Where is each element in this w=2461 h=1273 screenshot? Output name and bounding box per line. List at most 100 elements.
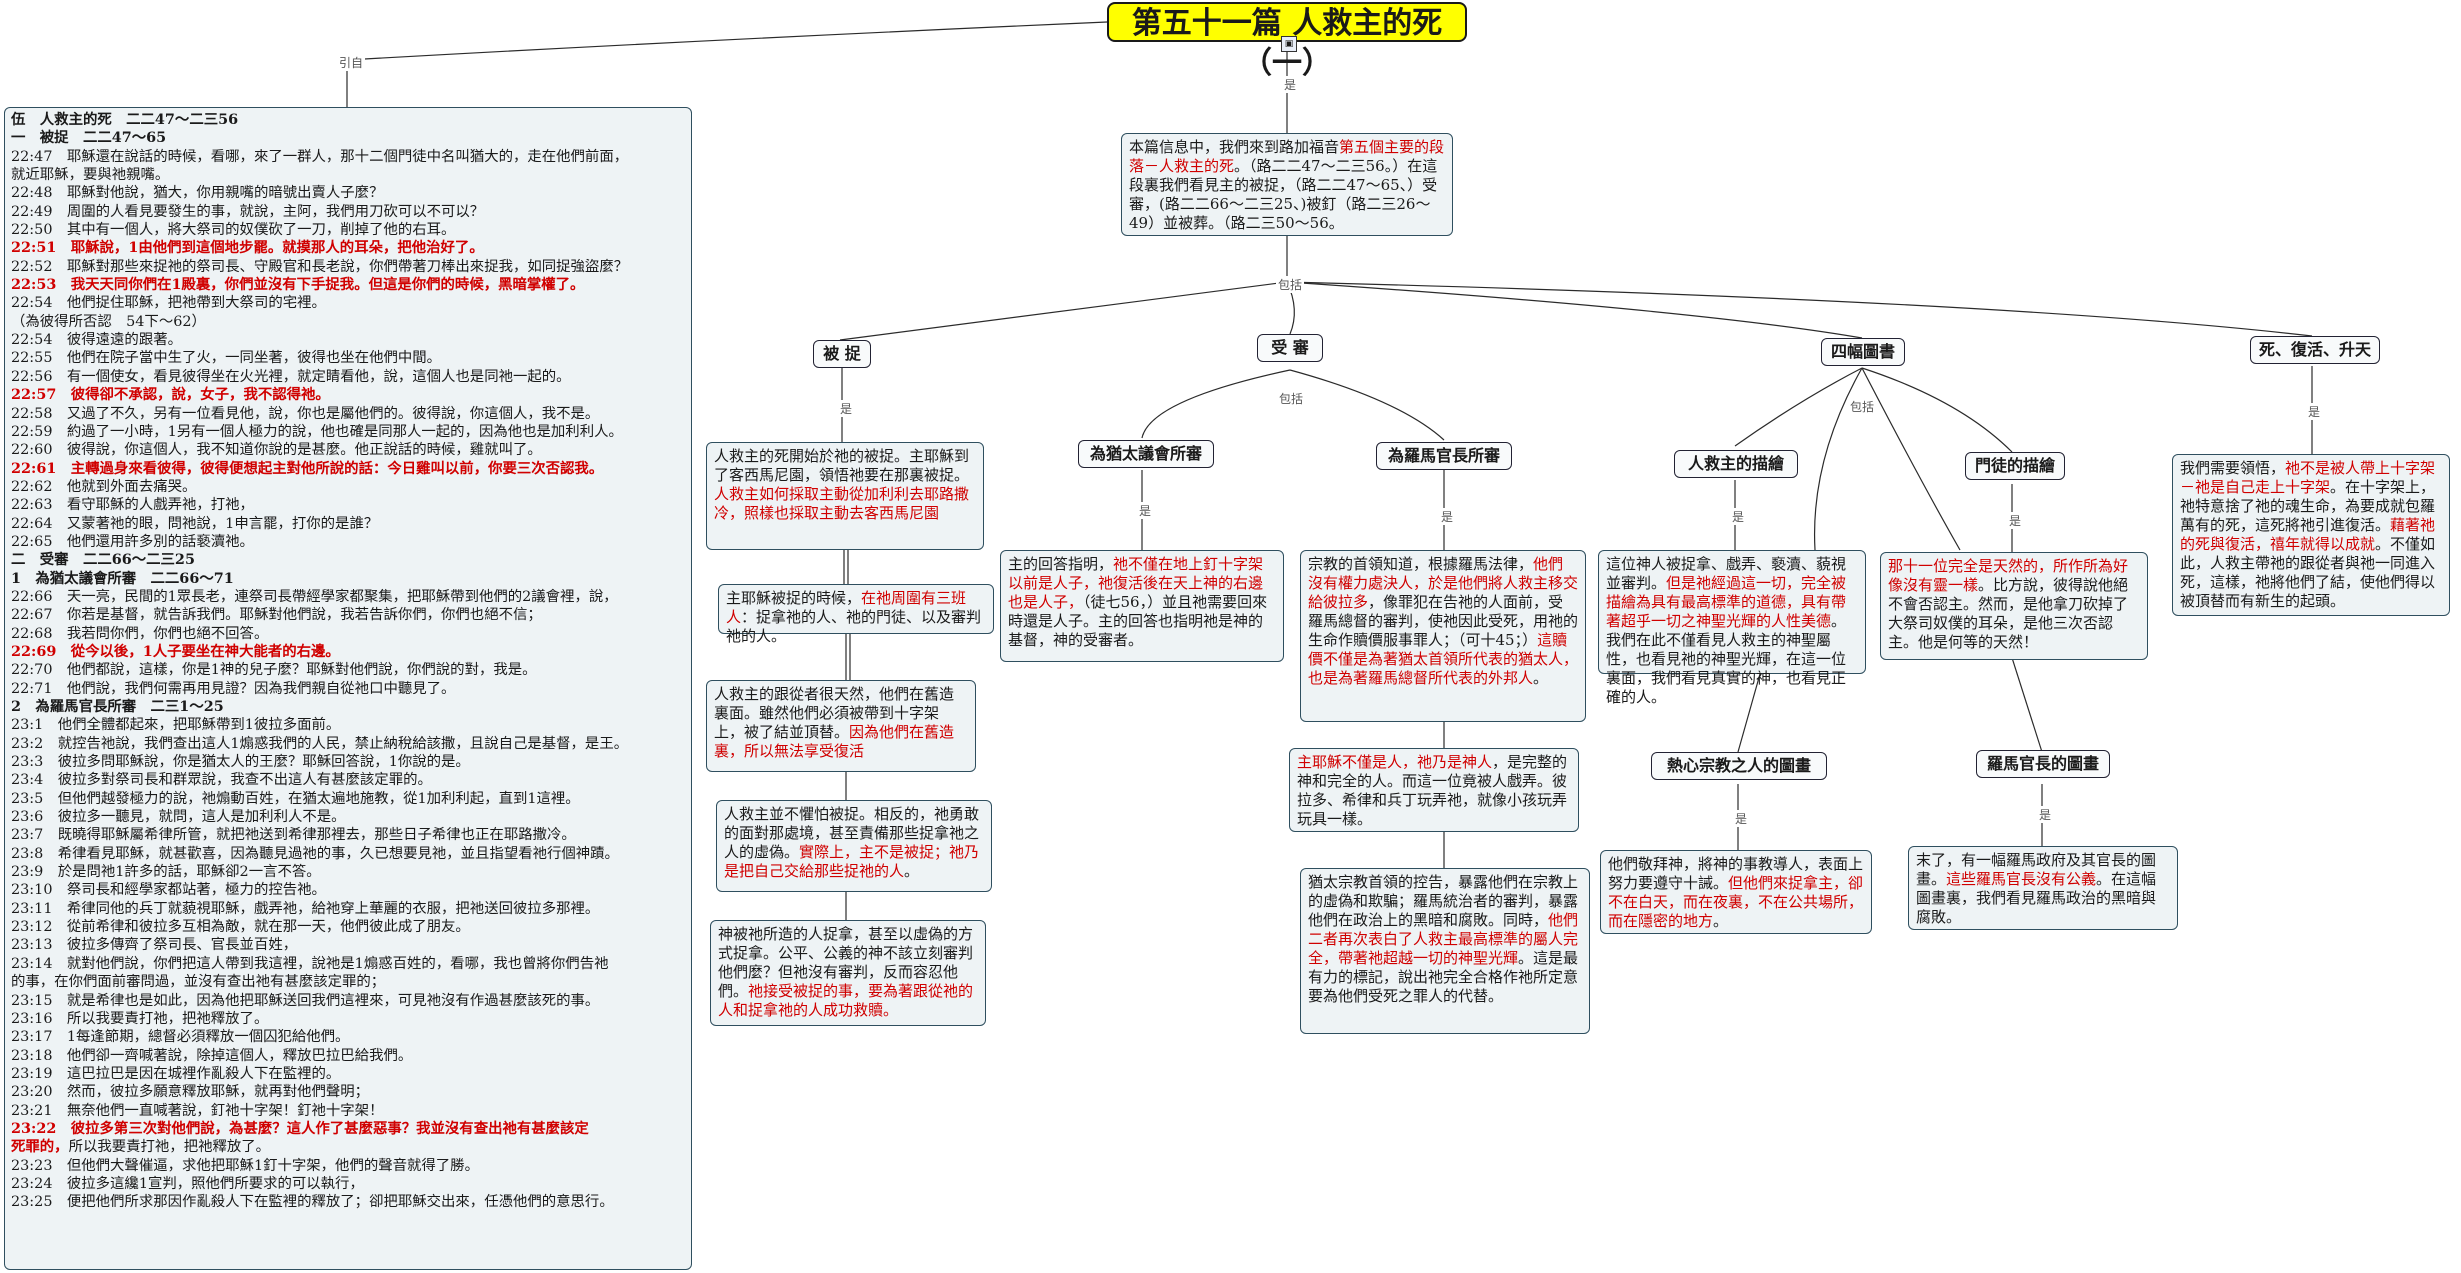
relation-label-jewish: 是 xyxy=(1137,502,1154,519)
scripture-line: 22:63 看守耶穌的人戲弄祂，打祂， xyxy=(11,497,254,514)
relation-label-savior: 是 xyxy=(1730,508,1747,525)
note-icon[interactable]: ▣ xyxy=(1281,36,1297,52)
scripture-line: 22:49 周圍的人看見要發生的事，就說，主阿，我們用刀砍可以不可以？ xyxy=(11,203,485,220)
note-text: 。這是最有力的標記，說出祂完全合格作祂所定意要為他們受死之罪人的代替。 xyxy=(1308,949,1579,1005)
scripture-line: 23:19 這巴拉巴是因在城裡作亂殺人下在監裡的。 xyxy=(11,1065,341,1082)
scripture-line: 22:52 耶穌對那些來捉祂的祭司長、守殿官和長老說，你們帶著刀棒出來捉我，如同… xyxy=(11,258,629,275)
scripture-line: 23:22 彼拉多第三次對他們說，為甚麼？這人作了甚麼惡事？我並沒有查出祂有甚麼… xyxy=(11,1119,589,1137)
scripture-line: 22:54 他們捉住耶穌，把祂帶到大祭司的宅裡。 xyxy=(11,295,326,312)
scripture-line: 23:17 1每逢節期，總督必須釋放一個囚犯給他們。 xyxy=(11,1029,350,1046)
scripture-line: 22:65 他們還用許多別的話褻瀆祂。 xyxy=(11,533,254,550)
scripture-line: 22:60 彼得說，你這個人，我不知道你說的是甚麼。他正說話的時候，雞就叫了。 xyxy=(11,442,542,459)
highlight-text: 祂不是被人帶上十字架－祂是自己走上十字架 xyxy=(2180,459,2436,496)
scripture-line: 伍 人救主的死 二二47～二三56 xyxy=(11,111,239,128)
note-roman-rulers-picture[interactable]: 末了，有一幅羅馬政府及其官長的圖畫。這些羅馬官長沒有公義。在這幅圖畫裏，我們看見… xyxy=(1908,846,2178,930)
scripture-line: 23:1 他們全體都起來，把耶穌帶到1彼拉多面前。 xyxy=(11,717,341,734)
note-savior-depiction[interactable]: 這位神人被捉拿、戲弄、褻瀆、藐視並審判。但是祂經過這一切，完全被描繪為具有最高標… xyxy=(1598,550,1866,706)
highlight-text: 但是祂經過這一切，完全被描繪為具有最高標準的道德，具有帶著超乎一切之神聖光輝的人… xyxy=(1606,574,1847,630)
scripture-line: 22:68 我若問你們，你們也絕不回答。 xyxy=(11,625,269,642)
highlight-text: 他們沒有權力處決人，於是他們將人救主移交給彼拉多 xyxy=(1308,555,1579,611)
scripture-line: 23:20 然而，彼拉多願意釋放耶穌，就再對他們聲明； xyxy=(11,1084,370,1101)
scripture-line: 22:50 其中有一個人，將大祭司的奴僕砍了一刀，削掉了他的右耳。 xyxy=(11,222,456,239)
note-text: 主的回答指明， xyxy=(1008,555,1114,573)
highlight-text: 祂接受被捉的事，要為著跟從祂的人和捉拿祂的人成功救贖。 xyxy=(718,982,974,1019)
scripture-line: 二 受審 二二66～二三25 xyxy=(11,551,195,569)
subtopic-jewish-council[interactable]: 為猶太議會所審 xyxy=(1078,440,1214,468)
scripture-line: 23:7 既曉得耶穌屬希律所管，就把祂送到希律那裡去，那些日子希律也正在耶路撒冷… xyxy=(11,827,576,844)
scripture-line: 22:59 約過了一小時，1另有一個人極力的說，他也確是同那人一起的，因為他也是… xyxy=(11,423,623,440)
relation-label-zealots: 是 xyxy=(1733,810,1750,827)
note-text: 人救主的跟從者很天然，他們在舊造裏面。雖然他們必須被帶到十字架上，被了結並頂替。 xyxy=(714,685,955,741)
scripture-line: 22:57 彼得卻不承認，說，女子，我不認得祂。 xyxy=(11,386,330,404)
note-zealots-picture[interactable]: 他們敬拜神，將神的事教導人，表面上努力要遵守十誡。但他們來捉拿主，卻不在白天，而… xyxy=(1600,850,1872,934)
scripture-line: 23:14 就對他們說，你們把這人帶到我這裡，說祂是1煽惑百姓的，看哪，我也曾將… xyxy=(11,955,609,972)
highlight-text: 主耶穌不僅是人，祂乃是神人 xyxy=(1297,753,1493,771)
subtopic-savior-depiction[interactable]: 人救主的描繪 xyxy=(1674,450,1798,478)
note-text: 我們需要領悟， xyxy=(2180,459,2286,477)
note-roman-2[interactable]: 主耶穌不僅是人，祂乃是神人，是完整的神和完全的人。而這一位竟被人戲弄。彼拉多、希… xyxy=(1289,748,1579,832)
highlight-text: 人救主如何採取主動從加利利去耶路撒冷，照樣也採取主動去客西馬尼園 xyxy=(714,485,970,522)
subtopic-disciples-depiction[interactable]: 門徒的描繪 xyxy=(1965,452,2065,480)
note-arrest-3[interactable]: 人救主的跟從者很天然，他們在舊造裏面。雖然他們必須被帶到十字架上，被了結並頂替。… xyxy=(706,680,976,772)
topic-arrest[interactable]: 被 捉 xyxy=(813,340,871,368)
subtopic-roman-governor[interactable]: 為羅馬官長所審 xyxy=(1376,442,1512,470)
scripture-line: 23:23 但他們大聲催逼，求他把耶穌1釘十字架，他們的聲音就得了勝。 xyxy=(11,1157,479,1174)
note-text: 末了，有一幅羅馬政府及其官長的圖畫。 xyxy=(1916,851,2157,888)
root-title[interactable]: 第五十一篇 人救主的死（一） xyxy=(1107,2,1467,81)
link-hub-pictures xyxy=(1286,281,1863,339)
relation-label-include: 包括 xyxy=(1276,276,1305,293)
scripture-line: 就近耶穌，要與祂親嘴。 xyxy=(11,167,170,184)
summary-note[interactable]: 本篇信息中，我們來到路加福音第五個主要的段落－人救主的死。（路二二47～二三56… xyxy=(1121,133,1453,236)
topic-pictures[interactable]: 四幅圖書 xyxy=(1821,338,1905,366)
note-text: 。不僅如此，人救主帶祂的跟從者與祂一同進入死，這樣，祂將他們了結，使他們得以被頂… xyxy=(2180,535,2436,610)
relation-label-summary: 是 xyxy=(1282,76,1299,93)
relation-label-romanrulers: 是 xyxy=(2037,806,2054,823)
scripture-line: 22:56 有一個使女，看見彼得坐在火光裡，就定睛看他，說，這個人也是同祂一起的… xyxy=(11,368,571,385)
scripture-line: 23:25 便把他們所求那因作亂殺人下在監裡的釋放了；卻把耶穌交出來，任憑他們的… xyxy=(11,1194,614,1211)
scripture-line: 23:5 但他們越發極力的說，祂煽動百姓，在猶太遍地施教，從1加利利起，直到1這… xyxy=(11,790,580,807)
scripture-line: 23:6 彼拉多一聽見，就問，這人是加利利人不是。 xyxy=(11,809,346,826)
link-trial-jewish xyxy=(1141,369,1291,439)
scripture-line: 23:12 從前希律和彼拉多互相為敵，就在那一天，他們彼此成了朋友。 xyxy=(11,919,470,936)
note-roman-1[interactable]: 宗教的首領知道，根據羅馬法律，他們沒有權力處決人，於是他們將人救主移交給彼拉多，… xyxy=(1300,550,1586,722)
scripture-line: 22:51 耶穌說，1由他們到這個地步罷。就摸那人的耳朵，把他治好了。 xyxy=(11,239,484,257)
relation-label-arrest: 是 xyxy=(838,400,855,417)
note-arrest-1[interactable]: 人救主的死開始於祂的被捉。主耶穌到了客西馬尼園，領悟祂要在那裏被捉。人救主如何採… xyxy=(706,442,984,550)
note-death-resurrection[interactable]: 我們需要領悟，祂不是被人帶上十字架－祂是自己走上十字架。在十字架上，祂特意捨了祂… xyxy=(2172,454,2450,616)
scripture-line: （為彼得所否認 54下～62） xyxy=(11,313,206,330)
subtopic-zealots-picture[interactable]: 熱心宗教之人的圖畫 xyxy=(1651,752,1827,780)
scripture-line: 23:4 彼拉多對祭司長和群眾說，我查不出這人有甚麼該定罪的。 xyxy=(11,772,432,789)
scripture-line: 2 為羅馬官長所審 二三1～25 xyxy=(11,698,224,715)
scripture-line: 22:54 彼得遠遠的跟著。 xyxy=(11,332,182,349)
note-arrest-4[interactable]: 人救主並不懼怕被捉。相反的，祂勇敢的面對那處境，甚至責備那些捉拿祂之人的虛偽。實… xyxy=(716,800,992,892)
note-arrest-5[interactable]: 神被祂所造的人捉拿，甚至以虛偽的方式捉拿。公平、公義的神不該立刻審判他們麼？但祂… xyxy=(710,920,986,1026)
highlight-text: 在祂周圍有三班人 xyxy=(726,589,967,626)
highlight-text: 第五個主要的段落－人救主的死 xyxy=(1129,138,1445,175)
scripture-line: 22:55 他們在院子當中生了火，一同坐著，彼得也坐在他們中間。 xyxy=(11,350,442,367)
note-text: 。（路二二47～二三56。）在這段裏我們看見主的被捉，（路二二47～65、）受審… xyxy=(1129,157,1438,232)
highlight-text: 這些羅馬官長沒有公義 xyxy=(1946,870,2097,888)
link-trial-roman xyxy=(1289,369,1445,441)
relation-label-disciples: 是 xyxy=(2007,512,2024,529)
note-arrest-2[interactable]: 主耶穌被捉的時候，在祂周圍有三班人：捉拿祂的人、祂的門徒、以及審判祂的人。 xyxy=(718,584,994,645)
highlight-text: 實際上，主不是被捉；祂乃是把自己交給那些捉祂的人 xyxy=(724,843,980,880)
note-text: 。 xyxy=(1713,912,1729,930)
scripture-line: 23:8 希律看見耶穌，就甚歡喜，因為聽見過祂的事，久已想要見祂，並且指望看祂行… xyxy=(11,845,619,862)
note-text: 主耶穌被捉的時候， xyxy=(726,589,862,607)
link-hub-arrest xyxy=(839,281,1288,341)
topic-death[interactable]: 死、復活、升天 xyxy=(2250,336,2380,364)
note-disciples-depiction[interactable]: 那十一位完全是天然的，所作所為好像沒有靈一樣。比方說，彼得說他絕不會否認主。然而… xyxy=(1880,552,2148,660)
scripture-line: 1 為猶太議會所審 二二66～71 xyxy=(11,569,234,587)
scripture-line: 23:2 就控告祂說，我們查出這人1煽惑我們的人民，禁止納稅給該撒，且說自己是基… xyxy=(11,735,629,752)
topic-trial[interactable]: 受 審 xyxy=(1257,334,1323,362)
note-text: 。 xyxy=(1533,669,1549,687)
note-text: ，像罪犯在告祂的人面前，受羅馬總督的審判，使祂因此受死，用祂的生命作贖價服事罪人… xyxy=(1308,593,1579,649)
scripture-line: 23:21 無奈他們一直喊著說，釘祂十字架！釘祂十字架！ xyxy=(11,1102,384,1119)
note-roman-3[interactable]: 猶太宗教首領的控告，暴露他們在宗教上的虛偽和欺騙；羅馬統治者的審判，暴露他們在政… xyxy=(1300,868,1590,1034)
highlight-text: 他們二者再次表白了人救主最高標準的屬人完全，帶著祂超越一切的神聖光輝 xyxy=(1308,911,1579,967)
scripture-line: 23:11 希律同他的兵丁就藐視耶穌，戲弄祂，給祂穿上華麗的衣服，把祂送回彼拉多… xyxy=(11,900,600,917)
subtopic-roman-rulers-picture[interactable]: 羅馬官長的圖畫 xyxy=(1976,750,2110,778)
note-jewish-council[interactable]: 主的回答指明，祂不僅在地上釘十字架以前是人子，祂復活後在天上神的右邊也是人子，（… xyxy=(1000,550,1284,662)
scripture-line: 22:64 又蒙著祂的眼，問祂說，1申言罷，打你的是誰？ xyxy=(11,515,379,532)
